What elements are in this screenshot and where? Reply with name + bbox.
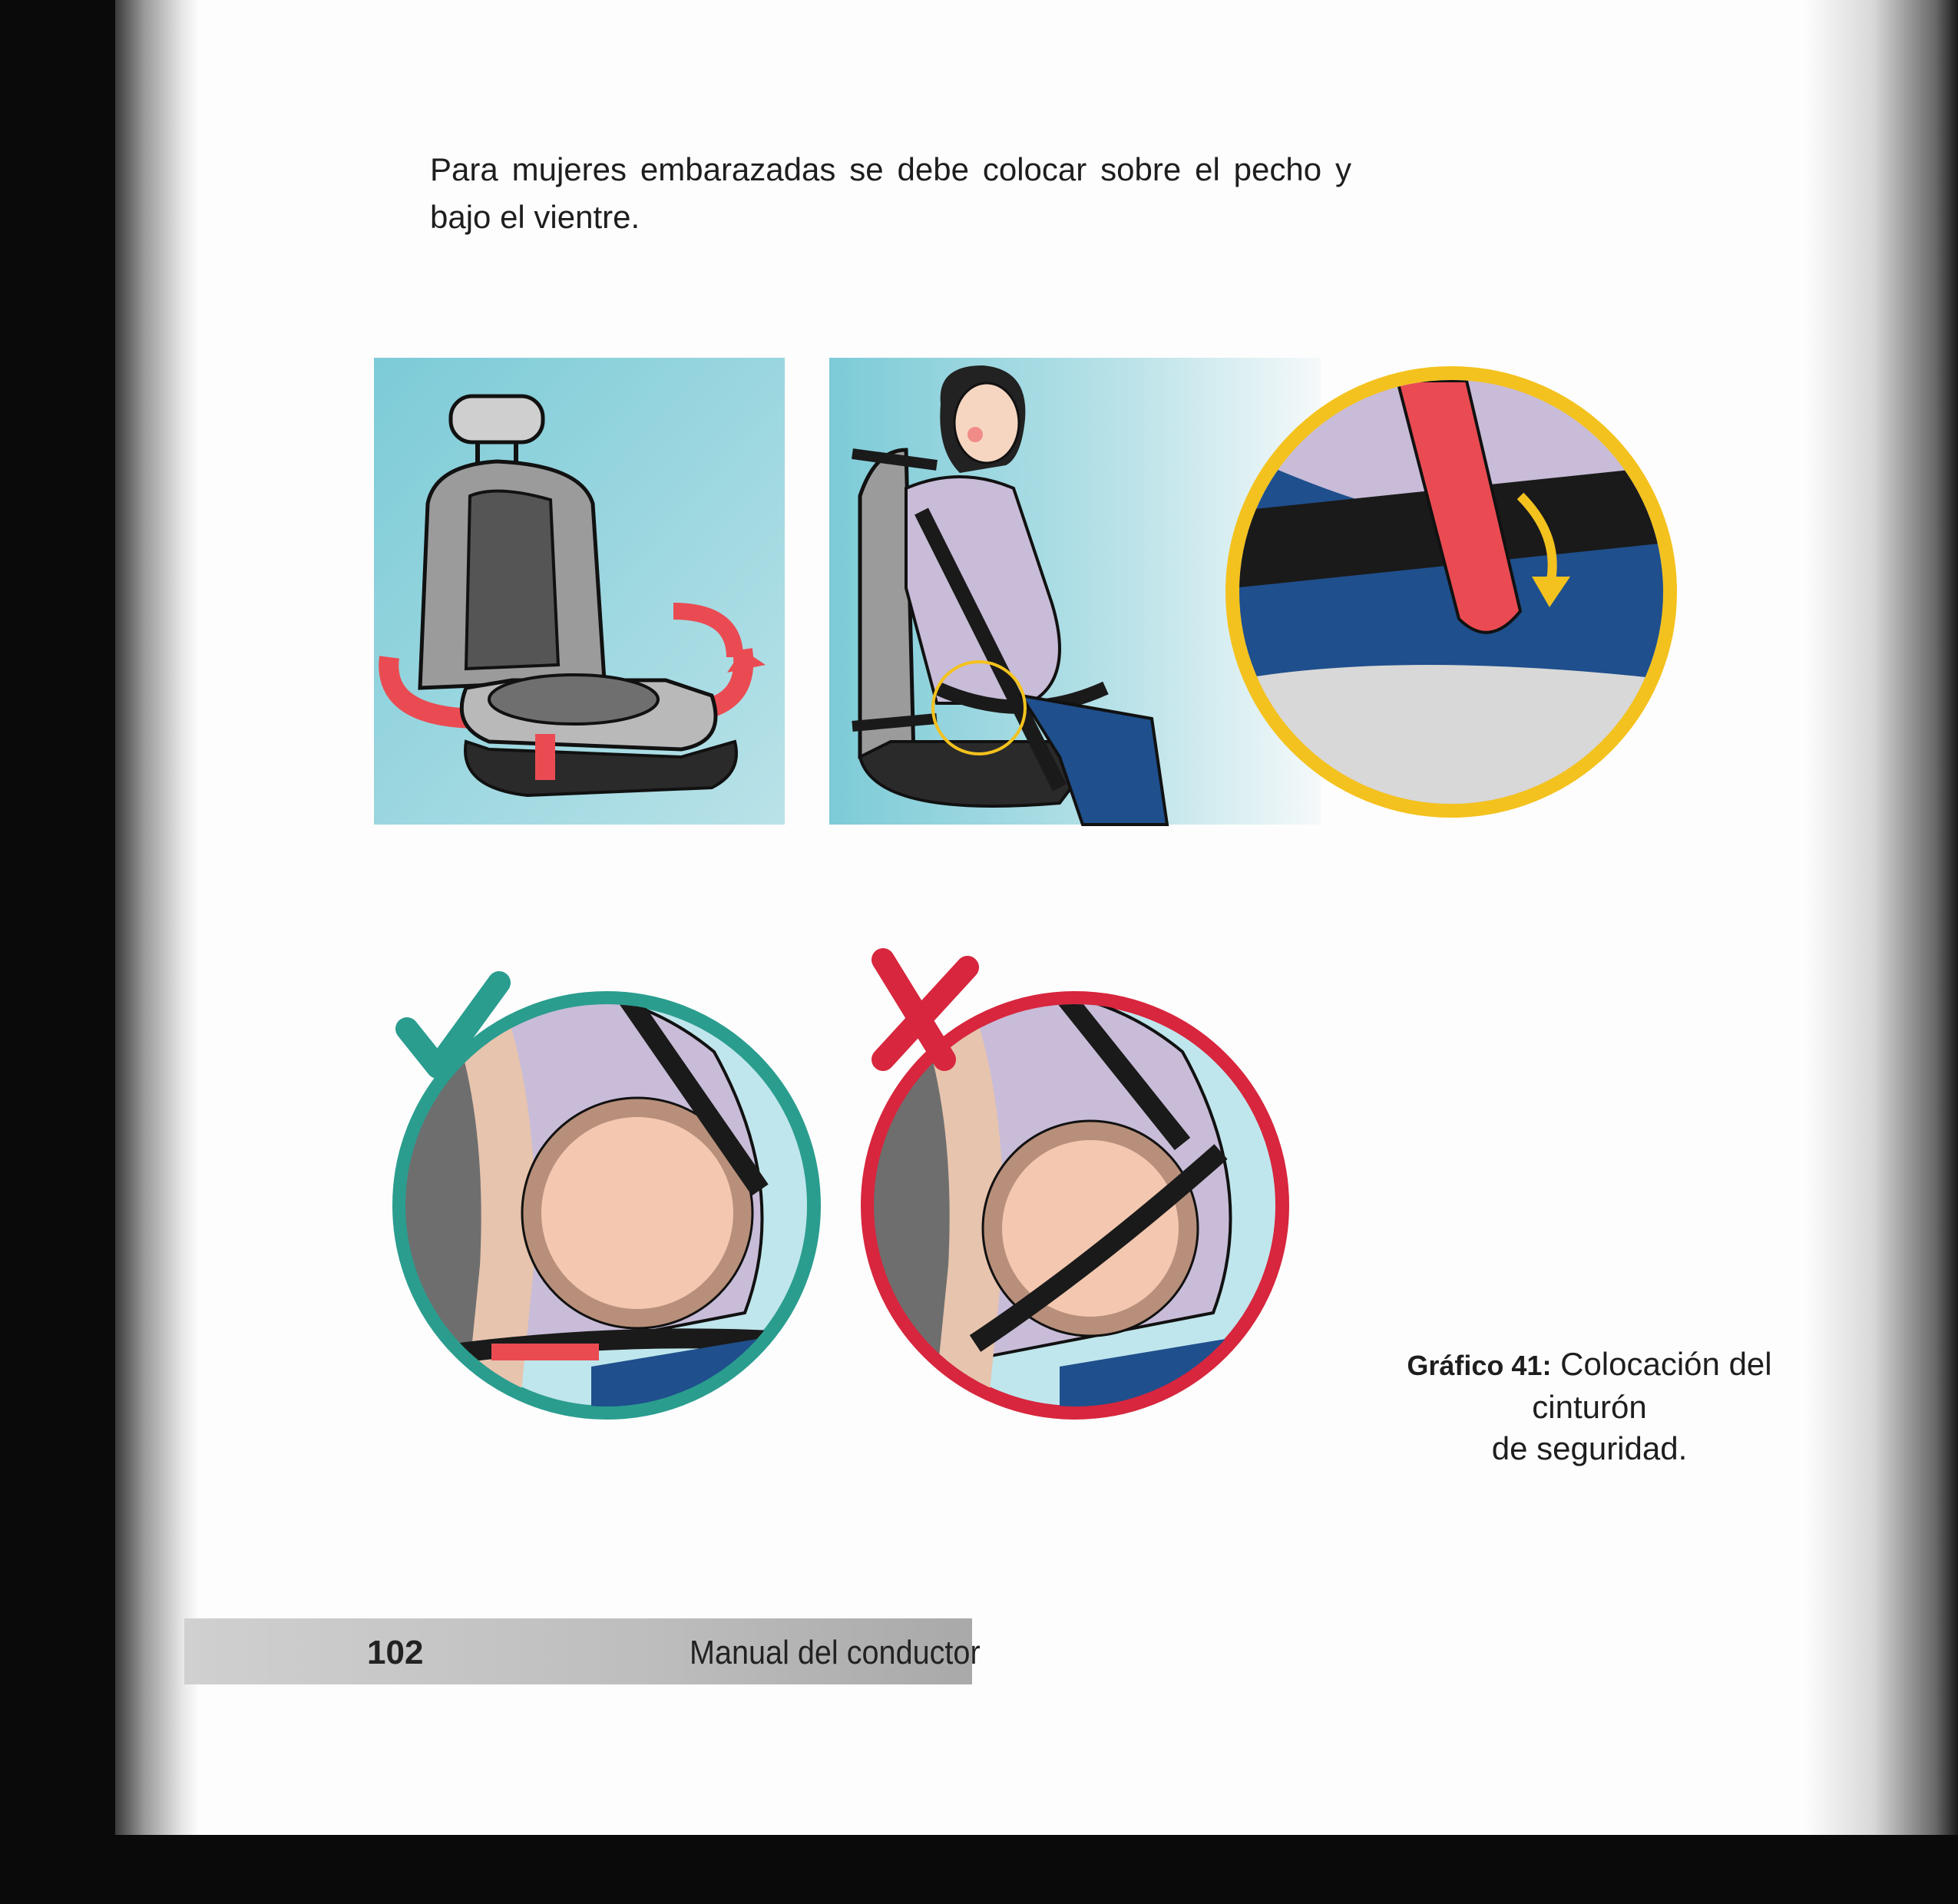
figure-caption: Gráfico 41: Colocación del cinturón de s… (1359, 1344, 1820, 1469)
page-gutter-shadow (115, 0, 200, 1835)
page-edge-shadow (1804, 0, 1958, 1835)
pregnant-woman-illustration (829, 358, 1677, 826)
footer-title: Manual del conductor (690, 1634, 981, 1671)
caption-line-2: de seguridad. (1491, 1430, 1688, 1466)
page-number: 102 (367, 1634, 424, 1671)
body-paragraph: Para mujeres embarazadas se debe colocar… (430, 151, 1351, 235)
footer-bar (184, 1618, 972, 1684)
seat-illustration (374, 358, 785, 825)
book-page (115, 0, 1912, 1835)
correct-placement-illustration (392, 960, 852, 1436)
wrong-placement-illustration (860, 944, 1321, 1436)
caption-label: Gráfico 41: (1407, 1350, 1552, 1381)
caption-line-1: Colocación del cinturón (1532, 1346, 1772, 1425)
